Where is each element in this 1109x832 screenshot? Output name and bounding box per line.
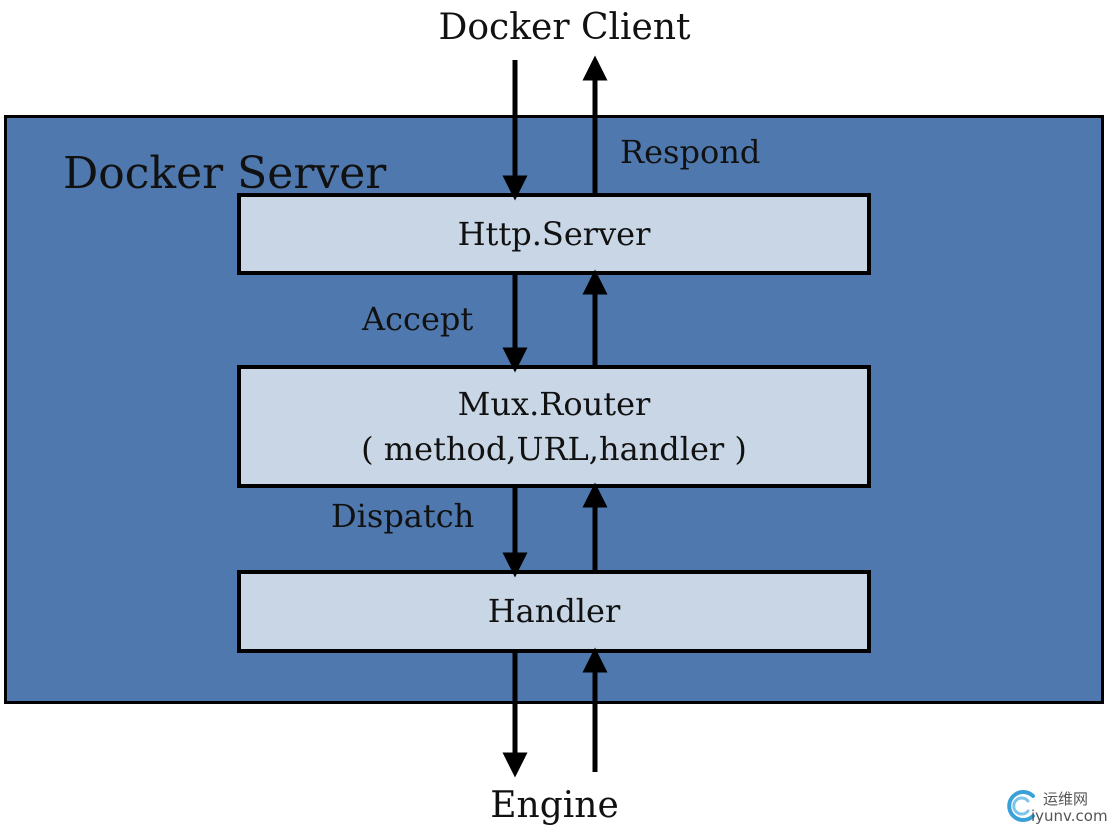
watermark: 运维网 iyunv.com (1003, 786, 1108, 826)
watermark-logo-icon (1007, 790, 1035, 822)
engine-label: Engine (490, 785, 619, 826)
watermark-text-cn: 运维网 (1043, 790, 1089, 808)
mux-router-box: Mux.Router ( method,URL,handler ) (237, 365, 871, 488)
docker-client-label: Docker Client (438, 7, 691, 48)
handler-label: Handler (487, 592, 621, 631)
dispatch-label: Dispatch (331, 497, 475, 535)
docker-server-title: Docker Server (63, 148, 387, 199)
watermark-text-en: iyunv.com (1031, 807, 1108, 825)
http-server-box: Http.Server (237, 193, 871, 275)
handler-box: Handler (237, 570, 871, 653)
mux-router-params: ( method,URL,handler ) (361, 429, 747, 468)
respond-label: Respond (620, 133, 761, 171)
accept-label: Accept (362, 300, 474, 338)
mux-router-label: Mux.Router (457, 384, 651, 423)
http-server-label: Http.Server (457, 214, 651, 253)
